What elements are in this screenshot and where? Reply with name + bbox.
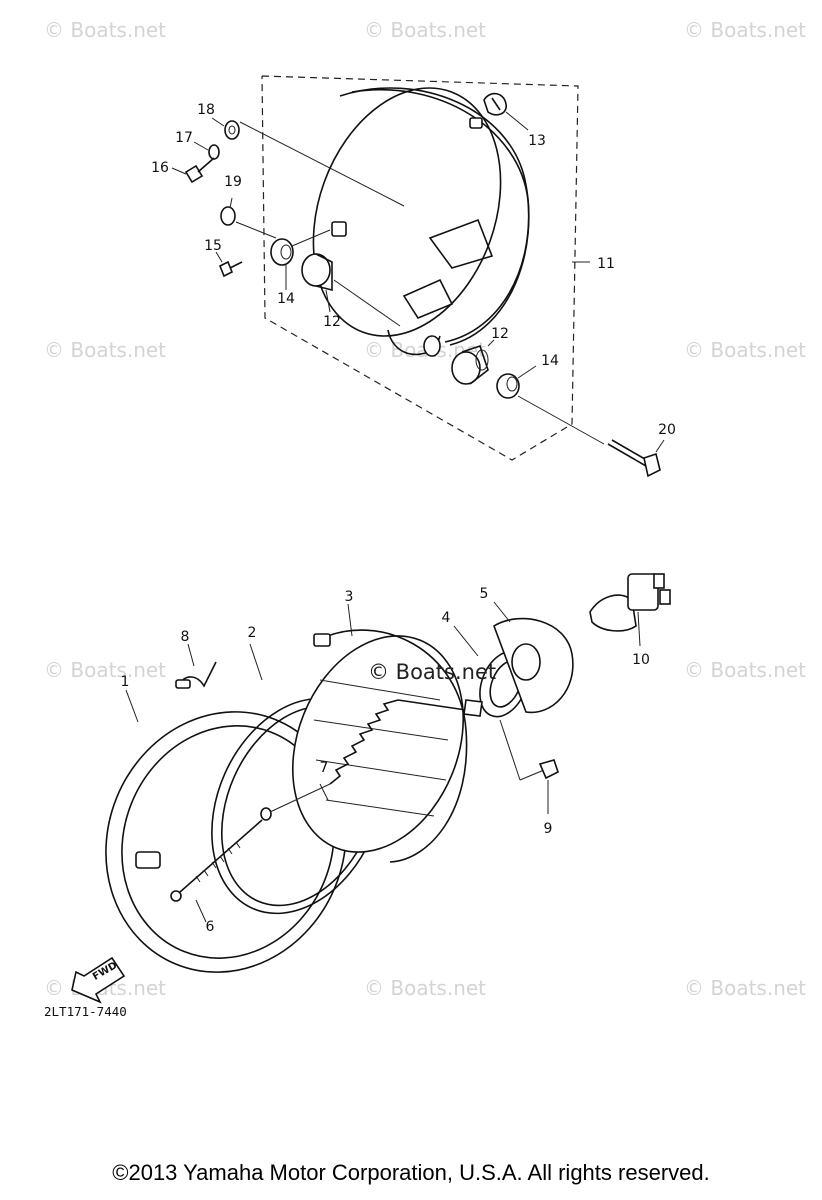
diagram-code: 2LT171-7440: [44, 1004, 127, 1019]
part-12-collar: [451, 339, 495, 385]
part-10-bulb: [589, 573, 671, 647]
callout-2[interactable]: 2: [247, 625, 257, 641]
watermark: © Boats.net: [684, 976, 807, 1000]
headlight-unit-group: [71, 573, 671, 1004]
callout-17[interactable]: 17: [175, 130, 193, 146]
callout-10[interactable]: 10: [632, 652, 650, 668]
part-3-lens: [291, 603, 468, 863]
callout-9[interactable]: 9: [543, 821, 553, 837]
callout-1[interactable]: 1: [120, 674, 130, 690]
callout-13[interactable]: 13: [528, 133, 546, 149]
center-watermark: © Boats.net: [368, 660, 497, 684]
part-6-screw: [170, 807, 272, 923]
watermark: © Boats.net: [44, 18, 167, 42]
callout-20[interactable]: 20: [658, 422, 676, 438]
part-9-clip: [538, 759, 559, 814]
callout-15[interactable]: 15: [204, 238, 222, 254]
housing-window: [402, 278, 454, 319]
part-14-grommet: [270, 229, 331, 290]
part-15-screw: [215, 251, 243, 278]
watermark: © Boats.net: [684, 338, 807, 362]
housing-dashed-outline: [261, 75, 579, 461]
callout-16[interactable]: 16: [151, 160, 169, 176]
part-13-clip: [483, 92, 529, 131]
callout-14[interactable]: 14: [277, 291, 295, 307]
watermark: © Boats.net: [364, 976, 487, 1000]
callout-18[interactable]: 18: [197, 102, 215, 118]
callout-6[interactable]: 6: [205, 919, 215, 935]
part-19-damper: [220, 197, 277, 239]
part-16-bolt: [171, 157, 215, 184]
part-1-rim: [105, 689, 347, 973]
part-8-clip: [175, 643, 217, 689]
watermark: © Boats.net: [44, 338, 167, 362]
part-17-washer: [193, 141, 220, 160]
callout-8[interactable]: 8: [180, 629, 190, 645]
part-14-grommet: [496, 365, 605, 445]
callout-4[interactable]: 4: [441, 610, 451, 626]
part-5-cover: [493, 601, 574, 714]
watermark: © Boats.net: [44, 658, 167, 682]
watermark: © Boats.net: [684, 18, 807, 42]
part-12-collar: [301, 253, 401, 327]
part-7-spring: [269, 699, 483, 813]
housing-window: [428, 218, 494, 269]
callout-19[interactable]: 19: [224, 174, 242, 190]
callout-12[interactable]: 12: [323, 314, 341, 330]
callout-14[interactable]: 14: [541, 353, 559, 369]
callout-3[interactable]: 3: [344, 589, 354, 605]
callout-7[interactable]: 7: [319, 760, 329, 776]
watermark: © Boats.net: [684, 658, 807, 682]
callout-12[interactable]: 12: [491, 326, 509, 342]
callout-5[interactable]: 5: [479, 586, 489, 602]
part-18-nut: [211, 117, 405, 207]
part-20-bolt: [607, 439, 665, 478]
headlight-housing: [312, 87, 530, 357]
watermark: © Boats.net: [364, 18, 487, 42]
copyright-notice: ©2013 Yamaha Motor Corporation, U.S.A. A…: [112, 1160, 710, 1185]
fwd-arrow-icon: [71, 956, 126, 1004]
housing-group: [171, 75, 665, 478]
callout-11[interactable]: 11: [597, 256, 615, 272]
